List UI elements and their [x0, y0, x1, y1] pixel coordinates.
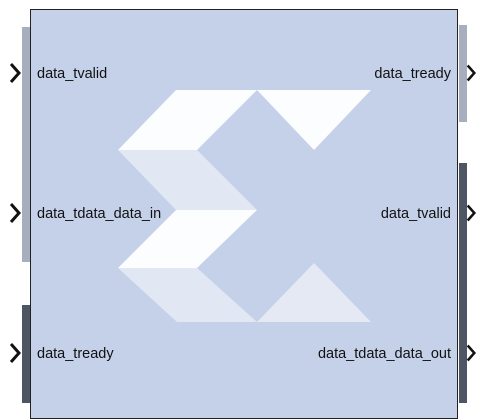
input-interface-bar-master — [22, 305, 30, 403]
input-port-label-tdata: data_tdata_data_in — [37, 206, 162, 222]
input-port-tdata-chevron-icon[interactable] — [9, 202, 21, 224]
ip-block[interactable]: data_tvalid data_tdata_data_in data_trea… — [30, 9, 458, 419]
xilinx-sigma-logo-icon — [118, 90, 371, 322]
input-port-tready-chevron-icon[interactable] — [9, 342, 21, 364]
output-port-label-tvalid: data_tvalid — [380, 206, 451, 222]
output-port-tdata-chevron-icon[interactable] — [466, 342, 476, 364]
input-interface-bar-slave — [22, 27, 30, 262]
output-port-tready-chevron-icon[interactable] — [466, 62, 476, 84]
output-port-label-tready: data_tready — [374, 66, 451, 82]
input-port-tvalid-chevron-icon[interactable] — [9, 62, 21, 84]
output-interface-bar-slave — [459, 25, 467, 122]
input-port-label-tvalid: data_tvalid — [37, 66, 108, 82]
input-port-label-tready: data_tready — [37, 346, 114, 362]
output-port-tvalid-chevron-icon[interactable] — [466, 202, 476, 224]
output-interface-bar-master — [459, 163, 467, 403]
output-port-label-tdata: data_tdata_data_out — [317, 346, 451, 362]
